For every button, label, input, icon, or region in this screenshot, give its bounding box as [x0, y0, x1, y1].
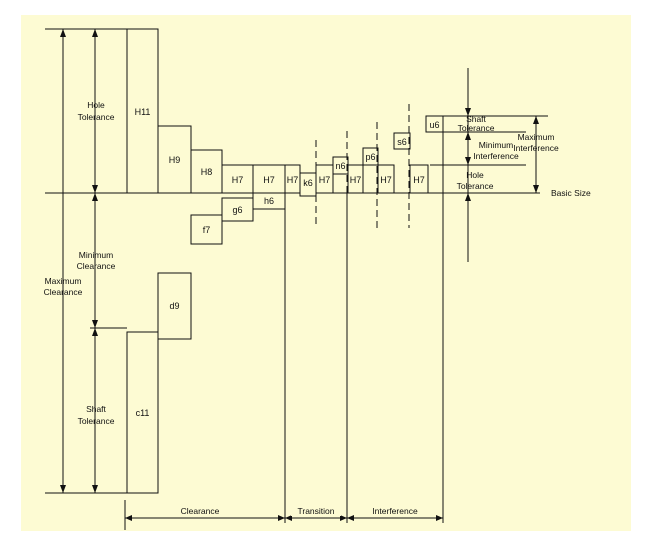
k6-label: k6	[303, 178, 313, 188]
arrowhead	[465, 157, 471, 165]
arrowhead	[60, 485, 66, 493]
h11-box	[126, 28, 159, 194]
hole-tolerance-right-line1: Hole	[466, 170, 484, 180]
arrowhead	[465, 193, 471, 201]
arrowhead	[285, 515, 292, 521]
label-bg	[178, 505, 222, 516]
arrowhead	[92, 320, 98, 328]
hole-tolerance-right-line2: Tolerance	[457, 181, 494, 191]
c11-box	[126, 331, 159, 494]
hole-tolerance-left-line1: Hole	[87, 100, 105, 110]
g6-label: g6	[232, 205, 242, 215]
shaft-tolerance-left-line1: Shaft	[86, 404, 106, 414]
f7-box	[190, 214, 223, 245]
h8-label: H8	[201, 167, 213, 177]
maximum-interference-line2: Interference	[513, 143, 559, 153]
h9-label: H9	[169, 155, 181, 165]
maximum-interference-line1: Maximum	[518, 132, 555, 142]
label-bg	[369, 505, 421, 516]
hole-tolerance-left-line2: Tolerance	[78, 112, 115, 122]
u6-label: u6	[429, 120, 439, 130]
h7-g6-label: H7	[232, 175, 244, 185]
d9-box	[157, 272, 192, 340]
arrowhead	[92, 485, 98, 493]
shaft-tolerance-left-line2: Tolerance	[78, 416, 115, 426]
shaft-tolerance-right-line2: Tolerance	[458, 123, 495, 133]
h7-p6-label: H7	[350, 175, 362, 185]
shaft-tolerance-right-line1: Shaft	[466, 114, 486, 124]
h11-label: H11	[135, 107, 151, 117]
p6-label: p6	[365, 152, 375, 162]
h7-s6-hole-box	[377, 164, 395, 194]
arrowhead	[92, 193, 98, 201]
h7-g6-hole-box	[221, 164, 254, 194]
s6-label: s6	[397, 137, 407, 147]
transition-category-label: Transition	[297, 506, 334, 516]
interference-category-label: Interference	[372, 506, 418, 516]
u6-box	[425, 115, 444, 133]
n6-label: n6	[335, 161, 345, 171]
arrowhead	[92, 29, 98, 37]
f7-label: f7	[203, 225, 211, 235]
h7-k6-label: H7	[287, 175, 299, 185]
h7-u6-label: H7	[413, 175, 425, 185]
arrowhead	[340, 515, 347, 521]
arrowhead	[533, 185, 539, 193]
h8-box	[190, 149, 223, 194]
s6-box	[393, 132, 411, 150]
arrowhead	[465, 108, 471, 116]
arrowhead	[347, 515, 354, 521]
basic-size-label: Basic Size	[551, 188, 591, 198]
h7-s6-label: H7	[380, 175, 392, 185]
p6-box	[362, 147, 379, 166]
label-bg	[291, 505, 341, 516]
minimum-clearance-line2: Clearance	[77, 261, 116, 271]
arrowhead	[533, 116, 539, 124]
h7-n6-label: H7	[319, 175, 331, 185]
h7-u6-hole-box	[409, 164, 429, 194]
figure-panel	[21, 15, 631, 531]
h7-h6-label: H7	[263, 175, 275, 185]
minimum-interference-line1: Minimum	[479, 140, 513, 150]
minimum-interference-line2: Interference	[473, 151, 519, 161]
minimum-clearance-line1: Minimum	[79, 250, 113, 260]
c11-label: c11	[136, 408, 150, 418]
arrowhead	[436, 515, 443, 521]
arrowhead	[92, 328, 98, 336]
maximum-clearance-line1: Maximum	[45, 276, 82, 286]
arrowhead	[60, 29, 66, 37]
h9-box	[157, 125, 192, 194]
h7-p6-hole-box	[347, 164, 364, 194]
arrowhead	[278, 515, 285, 521]
arrowhead	[465, 132, 471, 140]
clearance-category-label: Clearance	[181, 506, 220, 516]
h6-label: h6	[264, 196, 274, 206]
arrowhead	[92, 185, 98, 193]
arrowhead	[125, 515, 132, 521]
maximum-clearance-line2: Clearance	[44, 287, 83, 297]
d9-label: d9	[169, 301, 179, 311]
